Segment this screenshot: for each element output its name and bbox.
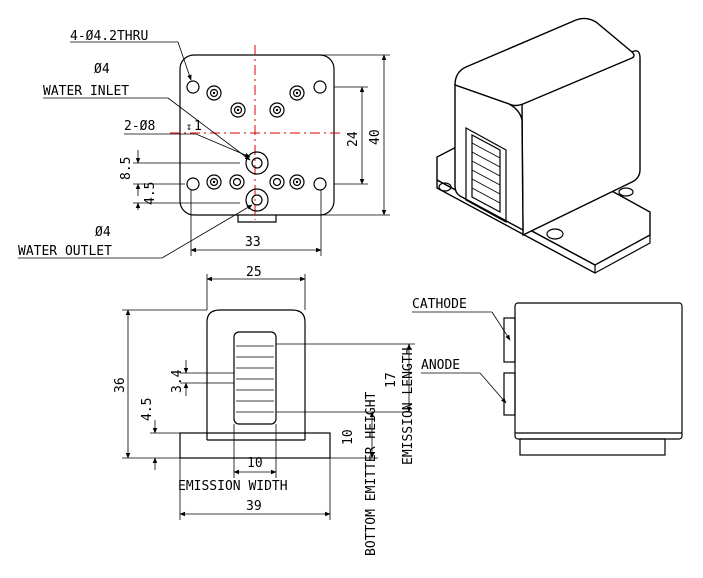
dim-39: 39: [246, 499, 262, 514]
emission-width-label: EMISSION WIDTH: [178, 479, 288, 494]
dim-40: 40: [368, 129, 383, 145]
cathode-terminal: [503, 317, 516, 363]
outlet-dia-label: Ø4: [95, 225, 111, 240]
dim-36: 36: [113, 377, 128, 393]
mounting-hole: [438, 182, 452, 192]
through-hole: [186, 177, 200, 191]
side-view: CATHODE ANODE: [412, 297, 683, 456]
inlet-dia-label: Ø4: [94, 62, 110, 77]
cathode-label: CATHODE: [412, 297, 467, 312]
side-body: [514, 302, 683, 440]
dim-4-5-top: 4.5: [143, 182, 158, 205]
side-base: [519, 438, 666, 456]
front-body: [206, 309, 306, 440]
dim-3-4: 3.4: [170, 369, 185, 393]
dim-25: 25: [246, 265, 262, 280]
front-emitter-bars: [236, 345, 274, 413]
bottom-emitter-height-label: BOTTOM EMITTER HEIGHT: [364, 391, 379, 556]
counterbore-depth-symbol: ↧: [186, 122, 192, 133]
emission-length-label: EMISSION LENGTH: [401, 348, 416, 465]
top-view-outline: [179, 54, 335, 216]
anode-label: ANODE: [421, 358, 460, 373]
counterbore-label: 2-Ø8: [124, 119, 155, 134]
counterbore-depth: 1: [194, 119, 202, 134]
water-inlet-port: [251, 157, 263, 169]
through-hole: [186, 80, 200, 94]
dim-24: 24: [346, 131, 361, 147]
water-outlet-port: [251, 194, 263, 206]
emitter-bars: [471, 142, 501, 204]
top-view: 4-Ø4.2THRU Ø4 WATER INLET 2-Ø8 ↧ 1 Ø4 WA…: [18, 29, 390, 259]
front-emitter-window: [233, 331, 277, 425]
dim-17: 17: [384, 372, 399, 388]
anode-terminal: [503, 372, 516, 416]
through-hole: [313, 80, 327, 94]
isometric-view: [436, 17, 651, 275]
outlet-label: WATER OUTLET: [18, 244, 112, 259]
dim-10-height: 10: [341, 429, 356, 445]
body-top-face: [454, 17, 635, 107]
holes-label: 4-Ø4.2THRU: [70, 29, 148, 44]
through-hole: [313, 177, 327, 191]
mounting-hole: [618, 187, 634, 197]
body-side-face: [521, 50, 641, 237]
dim-10-width: 10: [247, 456, 263, 471]
water-outlet-counterbore: [245, 188, 269, 212]
inlet-label: WATER INLET: [43, 84, 129, 99]
front-view: 25 36 4.5 3.4 10 EMISSION WIDTH 39 10: [113, 265, 416, 556]
dim-4-5-front: 4.5: [140, 398, 155, 421]
bottom-tab: [237, 215, 277, 223]
dim-8-5: 8.5: [119, 157, 134, 180]
water-inlet-counterbore: [245, 151, 269, 175]
threaded-holes: [206, 85, 305, 190]
dim-33: 33: [245, 235, 261, 250]
emitter-window: [465, 126, 507, 224]
front-base: [179, 432, 331, 459]
mounting-hole: [546, 228, 564, 240]
body-front-face: [454, 84, 524, 232]
